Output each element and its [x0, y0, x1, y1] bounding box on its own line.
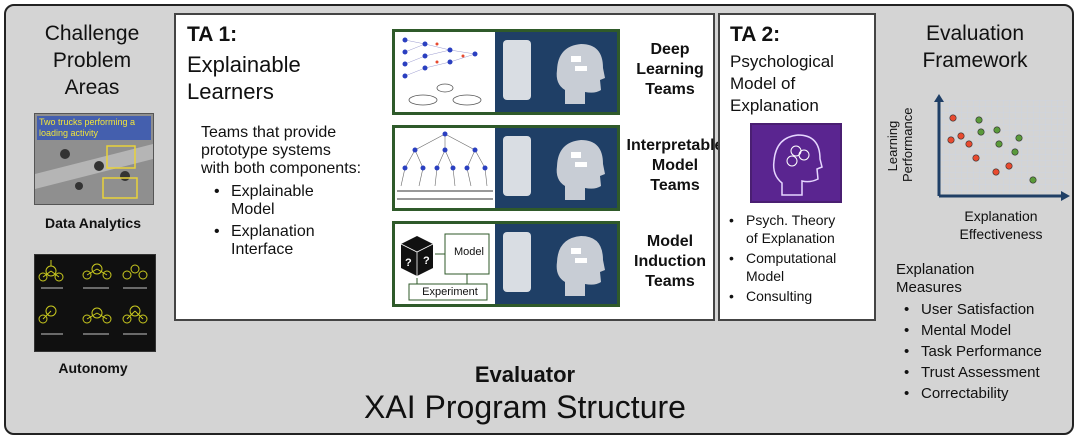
ta1-bullet-explanation-interface: Explanation Interface — [211, 223, 315, 259]
interpretable-model-teams-label: Interpretable Model Teams — [626, 137, 724, 194]
induction-experiment-label: Experiment — [422, 286, 478, 298]
measure-item: User Satisfaction — [901, 299, 1042, 320]
model-induction-graphic: ? ? — [395, 224, 617, 304]
ta1-description: Teams that provide prototype systems wit… — [201, 124, 362, 177]
ta2-heading: TA 2: — [730, 23, 781, 46]
explanation-measures-title: Explanation Measures — [896, 261, 975, 296]
interpretable-model-image — [392, 125, 620, 211]
ta2-bullet-psych-theory: Psych. Theory of Explanation — [726, 211, 836, 247]
aerial-image-graphic — [35, 114, 153, 204]
ta2-bullet-consulting: Consulting — [726, 287, 836, 305]
brain-image — [750, 123, 842, 203]
ta2-subtitle: Psychological Model of Explanation — [730, 52, 834, 115]
evaluation-plot — [901, 94, 1071, 204]
ta2-bullets: Psych. Theory of Explanation Computation… — [726, 211, 836, 305]
svg-text:?: ? — [405, 257, 412, 269]
ta2-bullet-computational-model: Computational Model — [726, 249, 836, 285]
deep-learning-image — [392, 29, 620, 115]
brain-scan-graphic — [752, 125, 840, 201]
ta1-bullets: Explainable Model Explanation Interface — [211, 183, 315, 259]
induction-model-label: Model — [454, 246, 484, 258]
challenge-title: Challenge Problem Areas — [44, 22, 140, 99]
autonomy-label: Autonomy — [58, 360, 128, 376]
program-title: XAI Program Structure — [364, 389, 686, 425]
model-induction-image: ? ? Model Experiment — [392, 221, 620, 307]
deep-learning-teams-label: Deep Learning Teams — [636, 41, 704, 98]
xai-program-frame: Challenge Problem Areas Two trucks perfo… — [4, 4, 1074, 435]
svg-text:?: ? — [423, 255, 430, 267]
evaluation-scatter-graphic — [934, 94, 1070, 201]
ta1-bullet-explainable-model: Explainable Model — [211, 183, 315, 219]
ta1-subtitle: Explainable Learners — [187, 52, 301, 104]
explanation-measures-list: User Satisfaction Mental Model Task Perf… — [901, 299, 1042, 404]
measure-item: Correctability — [901, 383, 1042, 404]
measure-item: Mental Model — [901, 320, 1042, 341]
ta2-panel: TA 2: Psychological Model of Explanation… — [718, 13, 876, 321]
ta1-panel: TA 1: Explainable Learners Teams that pr… — [174, 13, 723, 321]
evaluation-x-axis-label: Explanation Effectiveness — [959, 208, 1043, 242]
measure-item: Task Performance — [901, 341, 1042, 362]
ta1-heading: TA 1: — [187, 23, 238, 46]
model-induction-teams-label: Model Induction Teams — [634, 233, 706, 290]
data-analytics-overlay-text: Two trucks performing a loading activity — [39, 117, 136, 138]
autonomy-image — [34, 254, 156, 352]
evaluation-y-axis-label: Learning Performance — [885, 107, 915, 182]
measure-item: Trust Assessment — [901, 362, 1042, 383]
evaluation-title: Evaluation Framework — [922, 22, 1028, 72]
and-or-graph-graphic — [395, 128, 617, 208]
drone-network-graphic — [38, 260, 148, 335]
evaluator-label: Evaluator — [474, 362, 576, 387]
data-analytics-image: Two trucks performing a loading activity — [34, 113, 154, 205]
data-analytics-label: Data Analytics — [45, 215, 141, 231]
neural-network-graphic — [395, 32, 617, 112]
